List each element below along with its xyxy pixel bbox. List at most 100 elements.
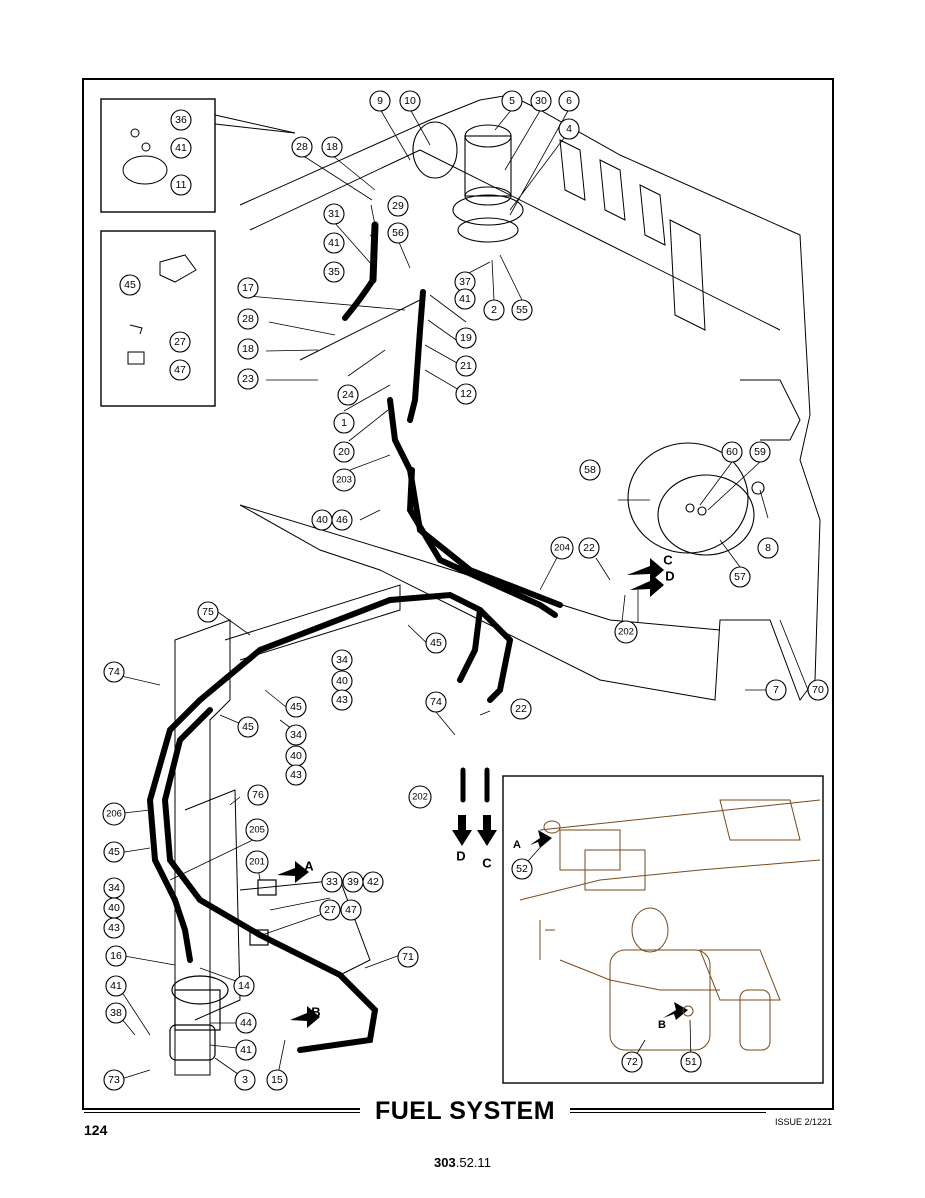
callout-circle (170, 109, 192, 131)
callout-label: 40 (108, 902, 120, 914)
issue-label: ISSUE 2/1221 (775, 1117, 833, 1127)
callout-circle (237, 338, 259, 360)
callout-label: 8 (765, 542, 771, 554)
callout-label: 45 (430, 637, 442, 649)
callout-202: 202 (614, 620, 638, 644)
callout-circle (105, 975, 127, 997)
callout-circle (102, 802, 126, 826)
callout-circle (340, 899, 362, 921)
title-rule-right (566, 1112, 766, 1113)
callout-label: 43 (336, 694, 348, 706)
callout-label: 9 (377, 95, 383, 107)
callout-label: 204 (554, 543, 570, 554)
callout-27: 27 (169, 331, 191, 353)
callout-circle (765, 679, 787, 701)
callout-label: 42 (367, 876, 379, 888)
callout-circle (291, 136, 313, 158)
callout-label: 31 (328, 208, 340, 220)
callout-40: 40 (331, 670, 353, 692)
callout-label: 55 (516, 304, 528, 316)
callout-circle (323, 261, 345, 283)
callout-16: 16 (105, 945, 127, 967)
callout-17: 17 (237, 277, 259, 299)
callout-label: 1 (341, 417, 347, 429)
callout-circle (103, 917, 125, 939)
callout-label: 14 (238, 980, 250, 992)
callout-label: 28 (242, 313, 254, 325)
callout-11: 11 (170, 174, 192, 196)
callout-label: 46 (336, 514, 348, 526)
callout-circle (721, 441, 743, 463)
callout-33: 33 (321, 871, 343, 893)
callout-label: 35 (328, 266, 340, 278)
callout-label: 34 (108, 882, 120, 894)
callout-circle (729, 566, 751, 588)
callout-57: 57 (729, 566, 751, 588)
callout-35: 35 (323, 261, 345, 283)
callout-circle (285, 696, 307, 718)
inset-box-filter-cap (100, 98, 216, 213)
callout-circle (331, 689, 353, 711)
callout-22: 22 (510, 698, 532, 720)
callout-label: 206 (106, 809, 122, 820)
callout-9: 9 (369, 90, 391, 112)
callout-43: 43 (285, 764, 307, 786)
callout-circle (511, 858, 533, 880)
fuel-hoses (146, 221, 563, 1053)
callout-circle (245, 818, 269, 842)
callout-label: 44 (240, 1017, 252, 1029)
callout-circle (237, 716, 259, 738)
callout-14: 14 (233, 975, 255, 997)
callout-label: 202 (618, 627, 634, 638)
callout-label: 47 (174, 364, 186, 376)
callout-label: 40 (336, 675, 348, 687)
callout-3: 3 (234, 1069, 256, 1091)
callout-7: 7 (765, 679, 787, 701)
callout-circle (621, 1051, 643, 1073)
callout-circle (103, 841, 125, 863)
callout-circle (105, 1002, 127, 1024)
callout-47: 47 (340, 899, 362, 921)
callout-circle (397, 946, 419, 968)
callout-201: 201 (245, 850, 269, 874)
callout-10: 10 (399, 90, 421, 112)
callout-circle (483, 299, 505, 321)
callout-label: 21 (460, 360, 472, 372)
callout-40: 40 (285, 745, 307, 767)
callout-circle (510, 698, 532, 720)
callout-21: 21 (455, 355, 477, 377)
callout-label: 37 (459, 276, 471, 288)
callout-30: 30 (530, 90, 552, 112)
callout-28: 28 (291, 136, 313, 158)
callout-label: 76 (252, 789, 264, 801)
callout-label: 41 (328, 237, 340, 249)
callout-43: 43 (331, 689, 353, 711)
callout-23: 23 (237, 368, 259, 390)
callout-label: 29 (392, 200, 404, 212)
callout-38: 38 (105, 1002, 127, 1024)
callout-label: 43 (290, 769, 302, 781)
callout-59: 59 (749, 441, 771, 463)
callout-circle (578, 537, 600, 559)
callout-41: 41 (105, 975, 127, 997)
callout-52: 52 (511, 858, 533, 880)
callout-circle (454, 288, 476, 310)
callout-label: 40 (290, 750, 302, 762)
callout-circle (749, 441, 771, 463)
callout-circle (511, 299, 533, 321)
callout-circle (321, 871, 343, 893)
callout-label: 58 (584, 464, 596, 476)
callout-label: 2 (491, 304, 497, 316)
callout-circle (323, 232, 345, 254)
callout-circle (455, 383, 477, 405)
callout-label: 3 (242, 1074, 248, 1086)
callout-27: 27 (319, 899, 341, 921)
callout-45: 45 (425, 632, 447, 654)
callout-55: 55 (511, 299, 533, 321)
letter-b-left: B (311, 1005, 320, 1020)
callout-label: 57 (734, 571, 746, 583)
callout-29: 29 (387, 195, 409, 217)
page-number: 124 (84, 1122, 108, 1138)
callout-circle (237, 277, 259, 299)
callout-circle (170, 137, 192, 159)
